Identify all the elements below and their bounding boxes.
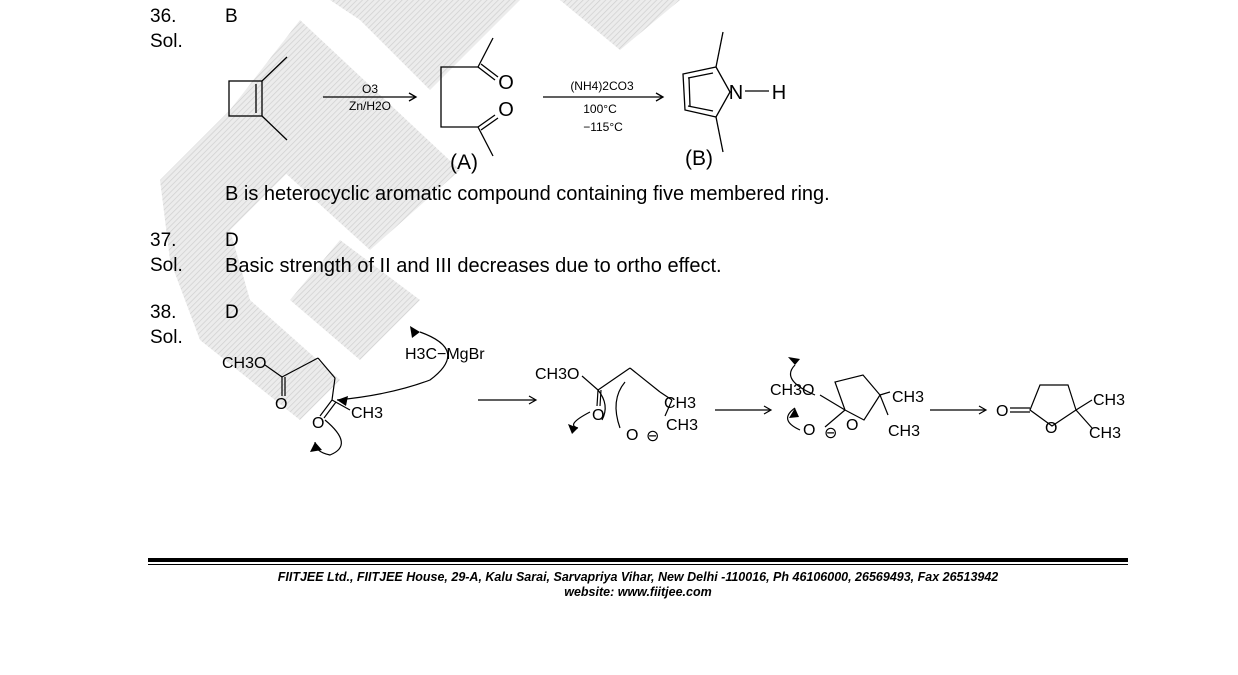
question-number: 38. bbox=[150, 302, 177, 323]
negative-charge-icon: ⊖ bbox=[824, 425, 837, 442]
atom-hydrogen: H bbox=[772, 82, 786, 104]
reaction-scheme-36: O3 Zn/H2O O O (A) (NH4)2CO3 100°C −115°C… bbox=[228, 31, 786, 174]
reaction-mechanism-38: H3C−MgBr CH3O O O CH3 CH3O O CH3 CH3 O ⊖… bbox=[222, 326, 1125, 456]
methyl-group: CH3 bbox=[1093, 392, 1125, 409]
methoxy-group: CH3O bbox=[535, 366, 579, 383]
question-number: 37. bbox=[150, 230, 177, 251]
methyl-group: CH3 bbox=[351, 405, 383, 422]
solution-label: Sol. bbox=[150, 327, 183, 348]
answer-label: D bbox=[225, 230, 239, 251]
solution-label: Sol. bbox=[150, 31, 183, 52]
answer-label: B bbox=[225, 6, 238, 27]
methyl-group: CH3 bbox=[888, 423, 920, 440]
solution-text: Basic strength of II and III decreases d… bbox=[225, 255, 722, 277]
footer-divider-thick bbox=[148, 558, 1128, 562]
reagent-temperature-1: 100°C bbox=[583, 102, 617, 116]
atom-nitrogen: N bbox=[729, 82, 743, 104]
atom-oxygen: O bbox=[498, 99, 514, 121]
alkoxide-oxygen: O bbox=[626, 427, 638, 444]
reagent-temperature-2: −115°C bbox=[583, 120, 623, 134]
methoxy-group: CH3O bbox=[222, 355, 266, 372]
carbonyl-oxygen: O bbox=[275, 396, 287, 413]
grignard-reagent: H3C−MgBr bbox=[405, 346, 485, 363]
methyl-group: CH3 bbox=[666, 417, 698, 434]
lactone-carbonyl-oxygen: O bbox=[996, 403, 1008, 420]
carbonyl-oxygen: O bbox=[592, 407, 604, 424]
reagent-zinc-water: Zn/H2O bbox=[349, 99, 391, 113]
methoxy-group: CH3O bbox=[770, 382, 814, 399]
solution-label: Sol. bbox=[150, 255, 183, 276]
solution-text: B is heterocyclic aromatic compound cont… bbox=[225, 183, 830, 205]
reagent-ammonium-carbonate: (NH4)2CO3 bbox=[570, 79, 634, 93]
cyclobutene-ring bbox=[228, 80, 263, 117]
methyl-group: CH3 bbox=[892, 389, 924, 406]
compound-label-a: (A) bbox=[450, 151, 478, 174]
atom-oxygen: O bbox=[498, 72, 514, 94]
reagent-ozone: O3 bbox=[362, 82, 378, 96]
methyl-group: CH3 bbox=[664, 395, 696, 412]
compound-label-b: (B) bbox=[685, 147, 713, 170]
alkoxide-oxygen: O bbox=[803, 422, 815, 439]
footer-divider-thin bbox=[148, 564, 1128, 565]
footer-website: website: www.fiitjee.com bbox=[564, 585, 712, 599]
ketone-oxygen: O bbox=[312, 415, 324, 432]
answer-label: D bbox=[225, 302, 239, 323]
negative-charge-icon: ⊖ bbox=[646, 428, 659, 445]
footer-address: FIITJEE Ltd., FIITJEE House, 29-A, Kalu … bbox=[277, 570, 999, 584]
ring-oxygen: O bbox=[846, 417, 858, 434]
ring-oxygen: O bbox=[1045, 420, 1057, 437]
methyl-group: CH3 bbox=[1089, 425, 1121, 442]
question-number: 36. bbox=[150, 6, 177, 27]
